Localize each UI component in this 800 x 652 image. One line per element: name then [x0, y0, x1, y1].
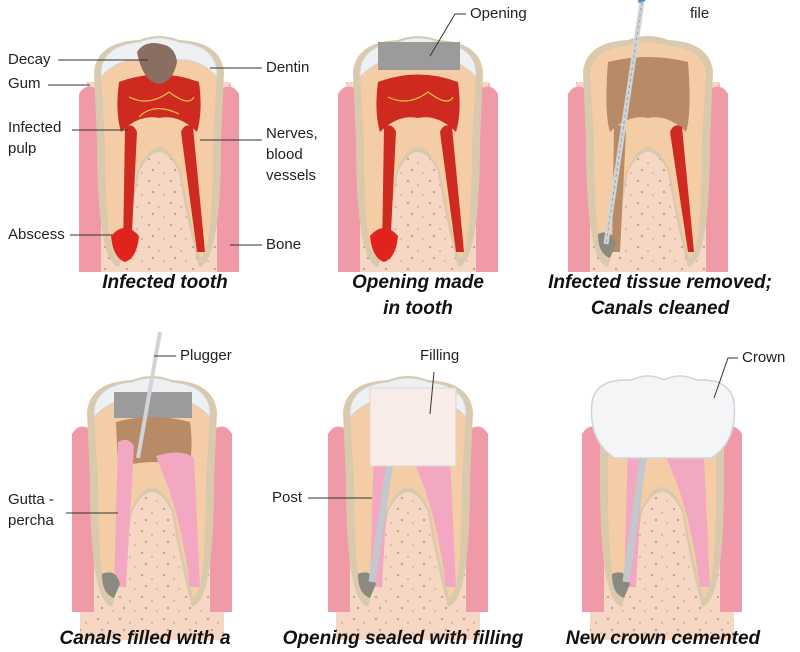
label-infected-pulp-2: pulp: [8, 140, 37, 157]
file-handle: [637, 0, 646, 3]
label-plugger: Plugger: [180, 347, 232, 364]
label-infected-pulp-1: Infected: [8, 119, 62, 136]
caption-opening-2: in tooth: [383, 298, 453, 319]
tooth-crowned: [582, 375, 742, 640]
label-abscess: Abscess: [8, 226, 65, 243]
caption-removed-2: Canals cleaned: [590, 298, 730, 319]
label-dentin: Dentin: [266, 59, 310, 76]
label-file: file: [690, 5, 710, 22]
label-bone: Bone: [266, 236, 302, 253]
label-nerves-2: blood: [266, 146, 303, 163]
tooth-sealed: [328, 376, 488, 640]
tooth-opening: [338, 36, 498, 272]
label-gutta-1: Gutta -: [8, 491, 54, 508]
label-opening: Opening: [470, 5, 527, 22]
label-nerves-3: vessels: [266, 167, 317, 184]
caption-opening-1: Opening made: [352, 272, 484, 293]
tooth-infected: [79, 36, 239, 272]
caption-opening-sealed: Opening sealed with filling: [282, 628, 524, 649]
tooth-cleaned: [568, 1, 728, 272]
caption-removed-1: Infected tissue removed;: [548, 272, 772, 293]
label-filling: Filling: [420, 347, 460, 364]
label-gum: Gum: [8, 75, 41, 92]
leader-lines: [48, 13, 738, 514]
label-crown: Crown: [742, 349, 786, 366]
label-gutta-2: percha: [8, 512, 54, 529]
label-nerves-1: Nerves,: [266, 125, 318, 142]
caption-canals-filled: Canals filled with a: [59, 628, 231, 649]
label-post: Post: [272, 489, 303, 506]
label-decay: Decay: [8, 51, 51, 68]
caption-infected-tooth: Infected tooth: [102, 272, 228, 293]
caption-new-crown: New crown cemented: [565, 628, 761, 649]
tooth-filled: [72, 331, 232, 640]
